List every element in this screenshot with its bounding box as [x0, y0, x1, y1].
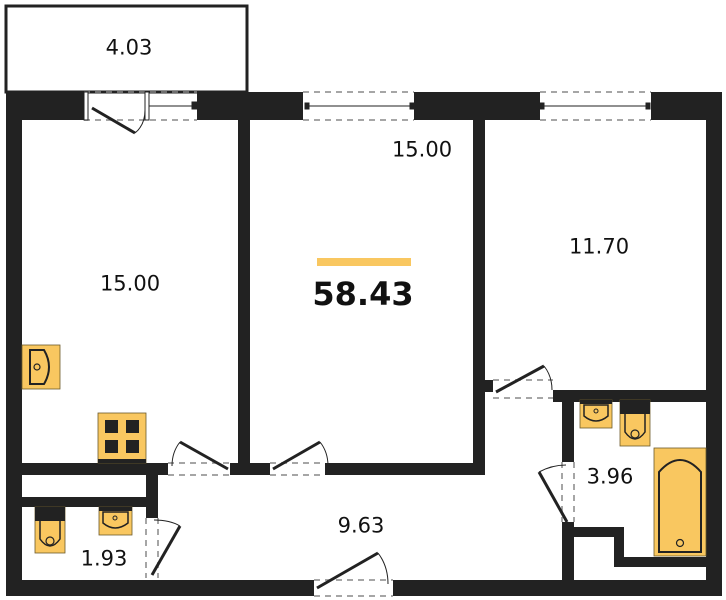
window-bedroom [539, 91, 651, 121]
exterior-walls [6, 92, 722, 596]
room-area-living-room: 15.00 [391, 137, 453, 162]
room-area-hallway: 9.63 [337, 513, 385, 538]
room-area-bedroom: 11.70 [568, 234, 630, 259]
bathroom-toilet-icon [619, 399, 651, 447]
kitchen-sink-icon [21, 344, 61, 390]
window-living [303, 91, 415, 121]
total-area-accent-bar [317, 258, 411, 266]
bathtub-icon [653, 447, 707, 557]
total-area: 58.43 [312, 275, 414, 313]
room-area-bathroom: 3.96 [586, 464, 634, 489]
interior-walls [22, 120, 721, 592]
toilet-room-toilet-icon [34, 506, 66, 554]
toilet-room-sink-icon [98, 506, 133, 536]
balcony-outline [4, 4, 249, 94]
room-area-kitchen: 15.00 [99, 271, 161, 296]
balcony-door [83, 91, 198, 135]
interior-doors [145, 364, 575, 597]
stove-icon [97, 412, 147, 464]
room-area-balcony: 4.03 [105, 35, 153, 60]
bathroom-sink-icon [579, 399, 613, 429]
room-area-toilet: 1.93 [80, 546, 128, 571]
